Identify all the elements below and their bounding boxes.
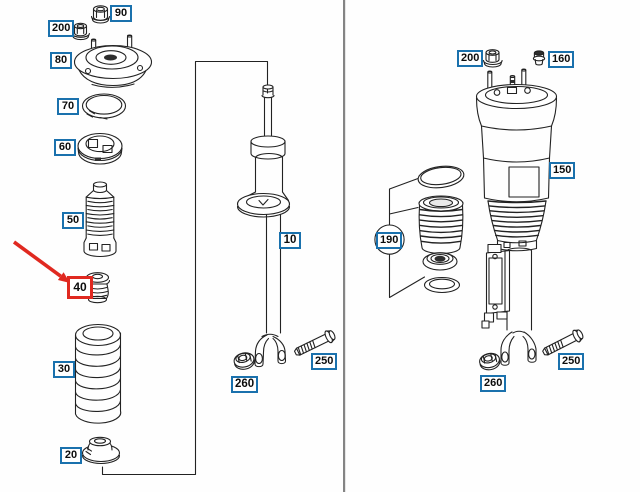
callout-200-left[interactable]: 200 (48, 20, 75, 37)
left-group-frame (101, 60, 269, 476)
bolt-250-left-drawing (294, 330, 336, 356)
panel-divider (343, 0, 346, 492)
callout-200-right[interactable]: 200 (457, 50, 484, 67)
callout-60[interactable]: 60 (54, 139, 76, 156)
callout-20[interactable]: 20 (60, 447, 82, 464)
callout-90[interactable]: 90 (110, 5, 132, 22)
flange-nut-200-right-drawing (482, 49, 503, 68)
nut-260-left-drawing (233, 352, 255, 370)
callout-80[interactable]: 80 (50, 52, 72, 69)
nut-260-right-drawing (479, 352, 501, 371)
callout-260-left[interactable]: 260 (231, 376, 259, 393)
valve-fitting-160-drawing (532, 50, 546, 66)
callout-40-highlighted[interactable]: 40 (67, 276, 93, 299)
dust-boot-50-drawing (83, 181, 117, 258)
callout-160[interactable]: 160 (548, 51, 575, 68)
flange-nut-200-left-drawing (71, 22, 90, 41)
callout-150[interactable]: 150 (549, 162, 576, 179)
bolt-250-right-drawing (542, 329, 584, 356)
callout-50[interactable]: 50 (62, 212, 84, 229)
callout-260-right[interactable]: 260 (480, 375, 507, 392)
lock-nut-90-drawing (90, 5, 111, 24)
bearing-ring-60-drawing (77, 132, 123, 165)
callout-250-left[interactable]: 250 (311, 353, 338, 370)
service-kit-190-drawing (374, 165, 465, 299)
callout-30[interactable]: 30 (53, 361, 75, 378)
callout-70[interactable]: 70 (57, 98, 79, 115)
strut-mount-80-drawing (73, 34, 153, 88)
shock-absorber-10-drawing (236, 84, 291, 368)
spring-seat-20-drawing (81, 436, 121, 465)
highlight-arrow (12, 240, 70, 283)
callout-10[interactable]: 10 (279, 232, 301, 249)
callout-190[interactable]: 190 (376, 232, 403, 249)
retaining-ring-70-drawing (81, 93, 127, 120)
coil-spring-30-drawing (74, 323, 122, 424)
callout-250-right[interactable]: 250 (558, 353, 585, 370)
air-strut-150-drawing (475, 68, 558, 366)
